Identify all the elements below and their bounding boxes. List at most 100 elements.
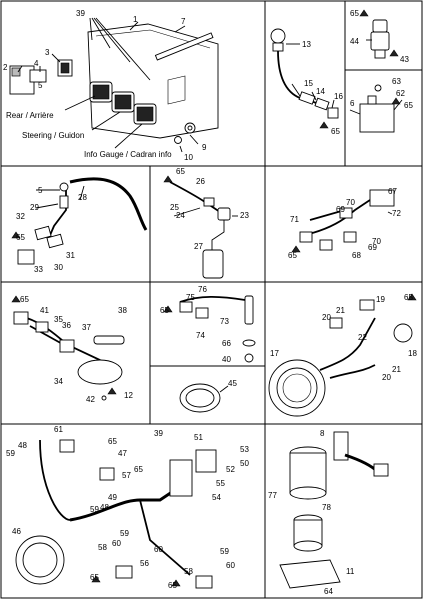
connector-58 [195, 575, 213, 589]
callout-36: 36 [62, 321, 71, 330]
connector-19 [359, 299, 375, 311]
callout-25: 25 [170, 203, 179, 212]
callout-15: 15 [304, 79, 313, 88]
callout-65b: 65 [350, 9, 359, 18]
panel-gauge-17 [268, 293, 417, 417]
callout-24: 24 [176, 211, 185, 220]
callout-5: 5 [38, 81, 43, 90]
module-54 [169, 459, 193, 497]
callout-60c: 60 [226, 561, 235, 570]
bracket-64 [279, 559, 341, 589]
label-rear: Rear / Arrière [6, 111, 54, 120]
callout-11: 11 [346, 567, 355, 576]
connector-31 [46, 233, 64, 249]
callout-32: 32 [16, 212, 25, 221]
callout-73: 73 [220, 317, 229, 326]
callout-65c: 65 [404, 101, 413, 110]
callout-48a: 48 [18, 441, 27, 450]
callout-21a: 21 [336, 306, 345, 315]
panel-sensor-13 [270, 28, 339, 129]
callout-45: 45 [228, 379, 237, 388]
pin-38 [93, 335, 125, 345]
callout-65i: 65 [404, 293, 413, 302]
callout-41: 41 [40, 306, 49, 315]
module-55 [195, 449, 217, 473]
callout-63: 63 [392, 77, 401, 86]
callout-77: 77 [268, 491, 277, 500]
callout-66: 66 [222, 339, 231, 348]
connector-32 [34, 225, 52, 241]
relay-67 [369, 189, 395, 207]
callout-17: 17 [270, 349, 279, 358]
sensor-probe [59, 195, 69, 209]
panel-harness-34 [11, 295, 125, 401]
callout-26: 26 [196, 177, 205, 186]
callout-21b: 21 [392, 365, 401, 374]
rail-strip [154, 32, 214, 61]
sensor-grommet [59, 182, 69, 192]
callout-65f: 65 [288, 251, 297, 260]
callout-59b: 59 [90, 505, 99, 514]
callout-22: 22 [358, 333, 367, 342]
connector-56 [115, 565, 133, 579]
callout-58a: 58 [98, 543, 107, 552]
callout-43: 43 [400, 55, 409, 64]
callout-5b: 5 [38, 186, 43, 195]
callout-49: 49 [108, 493, 117, 502]
callout-65a: 65 [331, 127, 340, 136]
callout-59a: 59 [6, 449, 15, 458]
panel-ring-45 [179, 383, 229, 413]
callout-8: 8 [320, 429, 325, 438]
callout-64: 64 [324, 587, 333, 596]
callout-10: 10 [184, 153, 193, 162]
callout-52: 52 [226, 465, 235, 474]
callout-48b: 48 [100, 503, 109, 512]
callout-31: 31 [66, 251, 75, 260]
callout-65g: 65 [20, 295, 29, 304]
callout-numbers: 39 1 7 3 2 4 5 9 10 13 15 14 16 65 65 44… [3, 9, 417, 596]
callout-74: 74 [196, 331, 205, 340]
connector-57 [99, 467, 115, 481]
panel-switch-44 [359, 9, 399, 59]
callout-51: 51 [194, 433, 203, 442]
panel-sender-27 [163, 175, 238, 279]
connector-9 [373, 463, 389, 477]
callout-40: 40 [222, 355, 231, 364]
callout-13: 13 [302, 40, 311, 49]
callout-60b: 60 [154, 545, 163, 554]
callout-27: 27 [194, 242, 203, 251]
callout-28: 28 [78, 193, 87, 202]
label-info-gauge: Info Gauge / Cadran info [84, 150, 172, 159]
connector-71 [299, 231, 313, 243]
callout-46: 46 [12, 527, 21, 536]
callout-20a: 20 [322, 313, 331, 322]
callout-3: 3 [45, 48, 50, 57]
callout-47: 47 [118, 449, 127, 458]
nut-40 [244, 353, 254, 363]
connector-16 [327, 107, 339, 119]
callout-65h: 65 [160, 306, 169, 315]
connector-34 [77, 359, 123, 385]
callout-65e: 65 [176, 167, 185, 176]
callout-20b: 20 [382, 373, 391, 382]
section-labels: Rear / Arrière Steering / Guidon Info Ga… [6, 111, 172, 159]
callout-42: 42 [86, 395, 95, 404]
small-connector [29, 69, 47, 83]
callout-30: 30 [54, 263, 63, 272]
panel-harness-28 [11, 177, 148, 265]
panel-harness-46 [15, 439, 217, 589]
callout-34: 34 [54, 377, 63, 386]
callout-23: 23 [240, 211, 249, 220]
panel-ecu [9, 17, 219, 153]
label-steering: Steering / Guidon [22, 131, 84, 140]
sensor-head [270, 28, 286, 44]
callout-54: 54 [212, 493, 221, 502]
callout-6: 6 [350, 99, 355, 108]
connector-61 [59, 439, 75, 453]
callout-39: 39 [76, 9, 85, 18]
callout-18: 18 [408, 349, 417, 358]
callout-62: 62 [396, 89, 405, 98]
callout-9: 9 [202, 143, 207, 152]
callout-70b: 70 [372, 237, 381, 246]
